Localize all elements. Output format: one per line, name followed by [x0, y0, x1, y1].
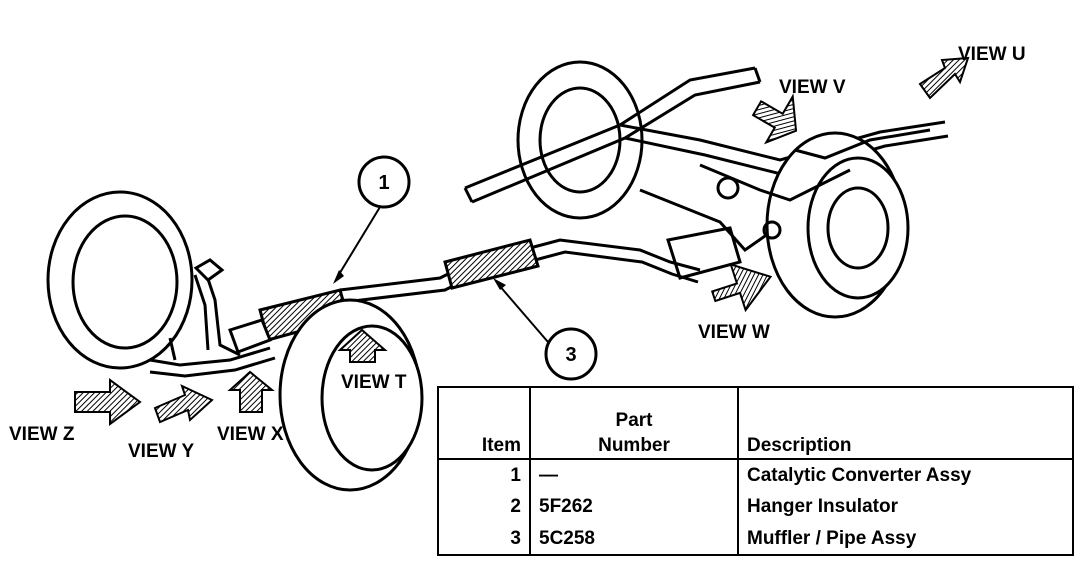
front-left-tire [46, 190, 194, 370]
view-x-label: VIEW X [217, 424, 284, 445]
view-v-arrow [751, 93, 798, 145]
callout-1: 1 [333, 155, 411, 284]
view-t-arrow [337, 328, 388, 363]
row-item: 1 [437, 459, 531, 492]
callout-1-number: 1 [378, 172, 389, 194]
vehicle-frame [463, 66, 949, 280]
parts-table: Item Part Number Description 1 — Catalyt… [437, 386, 1074, 556]
view-y-arrow [153, 384, 214, 424]
view-x-arrow [227, 370, 275, 413]
exhaust-pipe [149, 238, 701, 378]
header-part-number: Part Number [529, 387, 739, 460]
view-v-label: VIEW V [779, 77, 846, 98]
callout-3: 3 [493, 278, 598, 381]
view-z-arrow [74, 378, 142, 426]
view-w-label: VIEW W [698, 322, 770, 343]
row-item: 2 [437, 491, 531, 523]
header-item: Item [437, 387, 531, 460]
view-t-label: VIEW T [341, 372, 407, 393]
row-part-number: — [529, 459, 739, 492]
view-arrows [74, 56, 970, 426]
view-y-label: VIEW Y [128, 441, 194, 462]
view-u-arrow [918, 56, 970, 100]
row-description: Catalytic Converter Assy [737, 459, 1074, 492]
header-part-number-line1: Part [615, 410, 653, 431]
table-header-row: Item Part Number Description [437, 387, 1074, 460]
row-part-number: 5F262 [529, 491, 739, 523]
view-z-label: VIEW Z [9, 424, 75, 445]
view-w-arrow [710, 262, 773, 313]
header-description: Description [737, 387, 1074, 460]
row-part-number: 5C258 [529, 522, 739, 555]
rear-axle [699, 128, 931, 240]
table-row: 3 5C258 Muffler / Pipe Assy [437, 522, 1074, 555]
row-description: Hanger Insulator [737, 491, 1074, 523]
row-description: Muffler / Pipe Assy [737, 522, 1074, 555]
catalytic-converter [228, 288, 350, 354]
row-item: 3 [437, 522, 531, 555]
muffler [443, 238, 540, 290]
view-u-label: VIEW U [958, 44, 1026, 65]
rear-right-tire [765, 131, 910, 319]
table-row: 2 5F262 Hanger Insulator [437, 491, 1074, 523]
table-row: 1 — Catalytic Converter Assy [437, 459, 1074, 492]
header-part-number-line2: Number [598, 435, 670, 456]
callout-3-number: 3 [565, 344, 576, 366]
manifold-flange [193, 258, 225, 282]
front-right-tire [278, 298, 424, 492]
